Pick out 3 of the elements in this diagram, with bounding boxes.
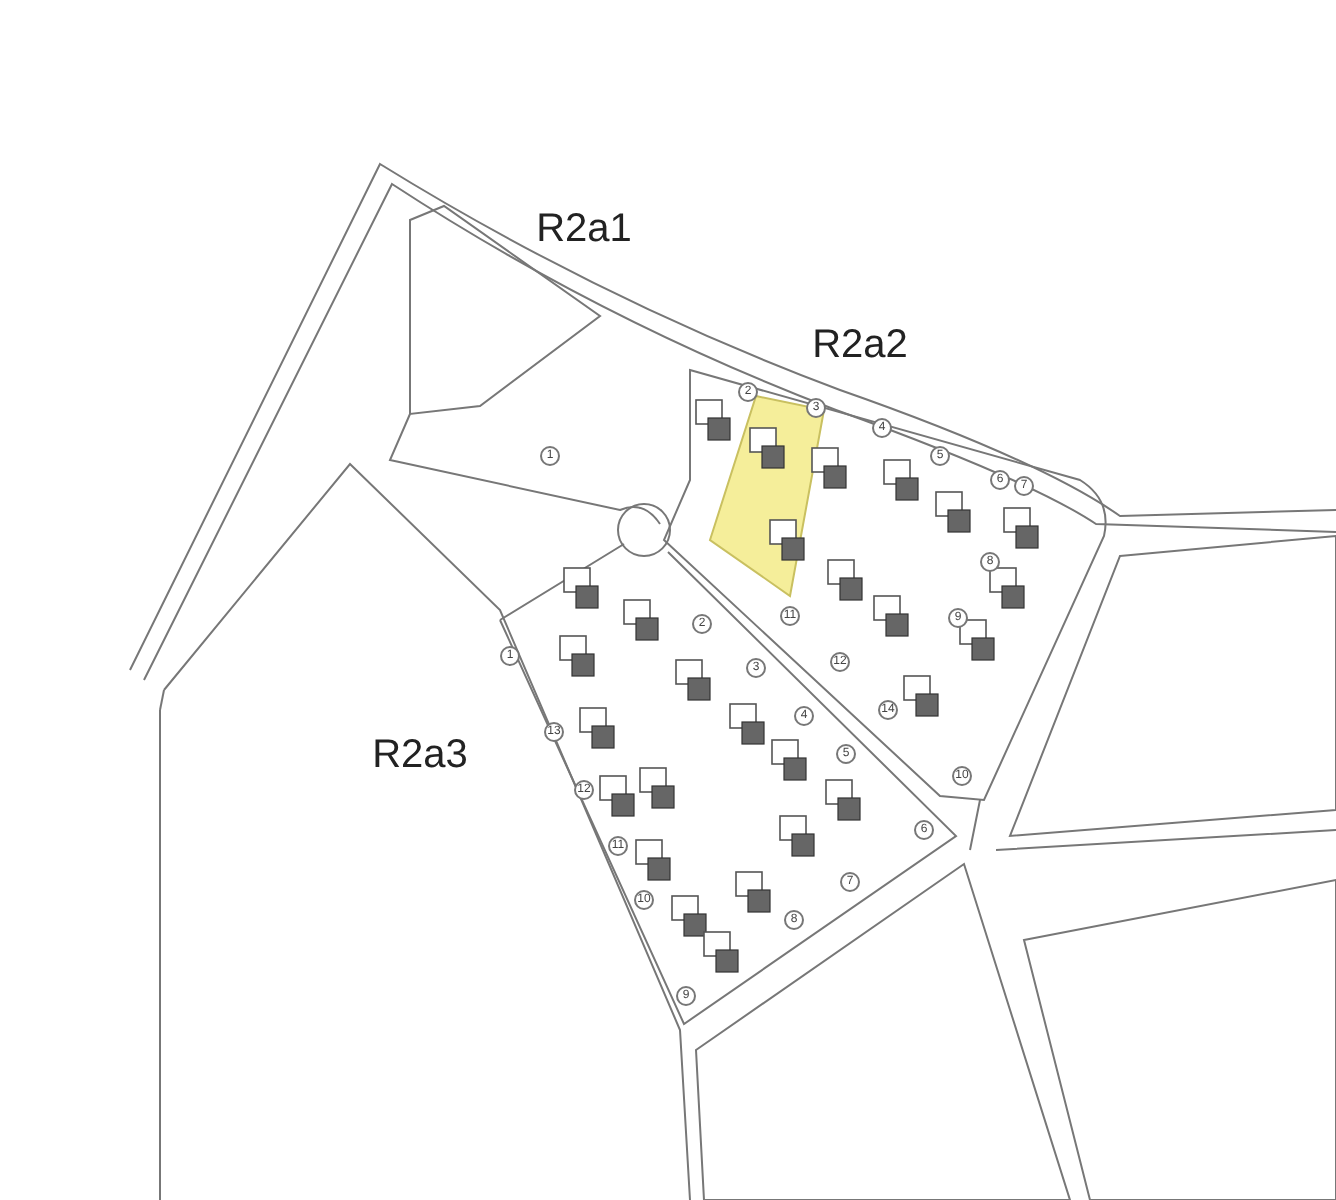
block-label: R2a1	[536, 207, 632, 253]
block-label: R2a2	[812, 323, 908, 369]
block-label: R2a3	[372, 733, 468, 779]
